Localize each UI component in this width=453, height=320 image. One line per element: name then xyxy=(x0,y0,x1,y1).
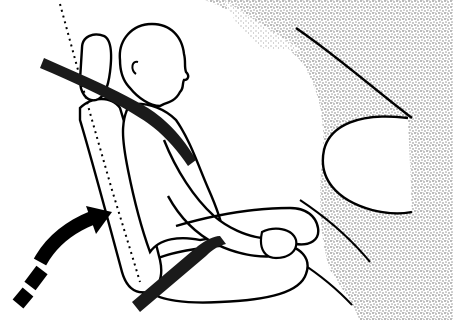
occupant-head xyxy=(120,24,188,106)
occupant-fist xyxy=(261,229,296,258)
curved-arrow-icon xyxy=(18,206,112,304)
occupant xyxy=(120,24,318,258)
